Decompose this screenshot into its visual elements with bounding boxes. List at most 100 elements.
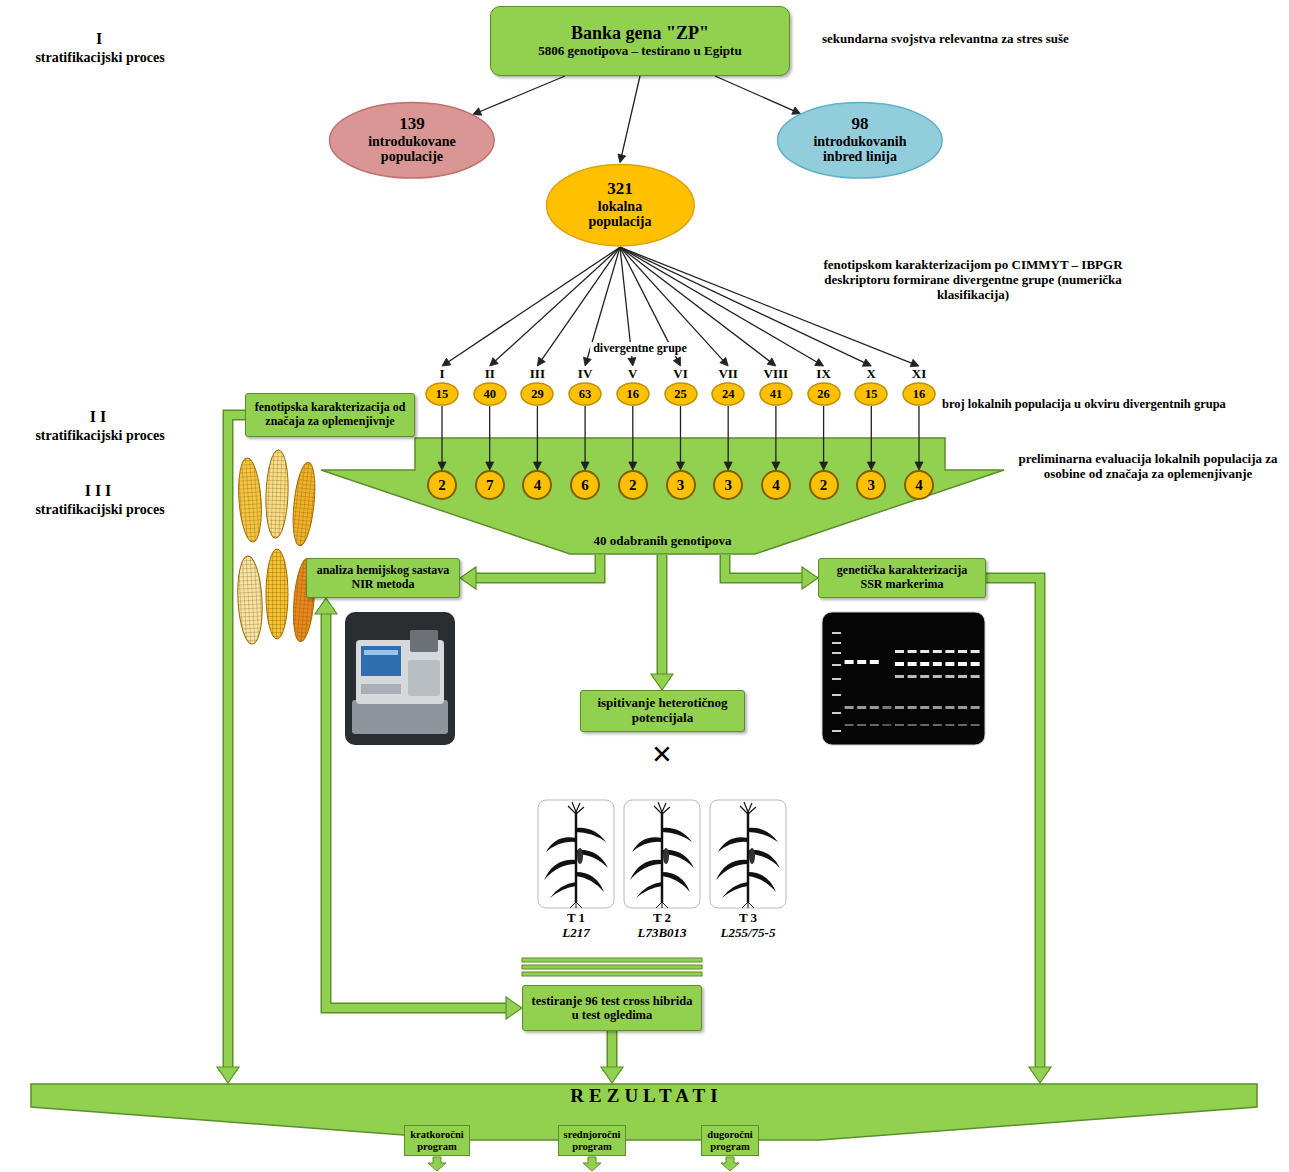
group-count: 25	[664, 382, 698, 406]
group-numeral: III	[515, 366, 559, 382]
selection-circle: 2	[809, 470, 839, 500]
group-ellipse: XI16	[897, 366, 941, 406]
population-name: introdukovane populacije	[355, 134, 469, 165]
block-arrow-outline	[725, 555, 806, 578]
arrow-line	[823, 406, 824, 464]
selected-count: 6	[570, 470, 600, 500]
device-screen-bar	[364, 650, 398, 655]
selected-count: 3	[856, 470, 886, 500]
crossing-bar	[522, 965, 702, 969]
block-arrow	[601, 1031, 623, 1083]
photo-frame	[345, 612, 455, 745]
arrow-head	[315, 598, 337, 614]
block-arrow	[315, 598, 522, 1019]
circle-shape	[619, 471, 647, 499]
annotation: sekundarna svojstva relevantna za stres …	[822, 32, 1069, 47]
group-numeral: X	[849, 366, 893, 382]
plant-picture	[708, 798, 788, 910]
selection-circle: 4	[761, 470, 791, 500]
arrow-line	[478, 76, 565, 112]
circle-shape	[810, 471, 838, 499]
selection-circle: 4	[904, 470, 934, 500]
arrow-head	[815, 359, 824, 366]
plant-picture	[536, 798, 616, 910]
maize-cob	[236, 555, 265, 644]
gel-lane	[857, 660, 866, 726]
arrow-head	[618, 154, 626, 163]
group-count: 16	[902, 382, 936, 406]
stage-numeral: I	[0, 30, 200, 48]
selection-circle: 4	[522, 470, 552, 500]
selected-count: 2	[809, 470, 839, 500]
group-numeral: VI	[659, 366, 703, 382]
program-text: kratkoročni program	[410, 1129, 463, 1152]
group-ellipse: I15	[420, 366, 464, 406]
block-arrow	[460, 555, 600, 589]
arrow-line	[715, 76, 795, 111]
population-count: 321	[607, 180, 633, 199]
group-count: 24	[711, 382, 745, 406]
box-text: testiranje 96 test cross hibrida u test …	[531, 994, 693, 1023]
arrow-head	[490, 358, 499, 366]
annotation: broj lokalnih populacija u okviru diverg…	[942, 397, 1226, 411]
arrow-head	[651, 674, 673, 690]
population-name: introdukovanih inbred linija	[803, 134, 917, 165]
gel-lane	[933, 650, 942, 726]
maize-cob	[266, 549, 288, 639]
group-ellipse: V16	[611, 366, 655, 406]
maize-cob	[236, 457, 264, 542]
arrow-head	[537, 357, 545, 366]
maize-cob-kernels	[236, 555, 265, 644]
plant-picture	[622, 798, 702, 910]
ssr-gel-photo	[822, 612, 985, 745]
program-arrow	[428, 1157, 446, 1171]
cross-symbol: ×	[632, 736, 692, 772]
selection-circle: 3	[713, 470, 743, 500]
group-numeral: II	[468, 366, 512, 382]
program-box: dugoročni program	[701, 1125, 758, 1156]
maize-cob-kernels	[236, 457, 264, 542]
population-ellipse: 98introdukovanih inbred linija	[776, 101, 944, 180]
block-arrow-outline	[228, 415, 245, 1071]
block-arrow-body	[326, 610, 510, 1008]
gel-lane	[945, 650, 954, 726]
selected-count: 7	[475, 470, 505, 500]
process-box: fenotipska karakterizacija od značaja za…	[245, 393, 415, 437]
gel-ladder	[832, 632, 841, 732]
group-numeral: IX	[802, 366, 846, 382]
group-ellipse: II40	[468, 366, 512, 406]
arrow-head	[601, 1067, 623, 1083]
gel-lane	[971, 650, 980, 726]
block-arrow-body	[608, 1031, 616, 1071]
arrow-head	[506, 997, 522, 1019]
block-arrow	[986, 578, 1051, 1083]
circle-shape	[905, 471, 933, 499]
arrow-line	[871, 406, 872, 464]
arrow-head	[802, 567, 818, 589]
group-count: 63	[568, 382, 602, 406]
group-ellipse: VII24	[706, 366, 750, 406]
group-count: 26	[807, 382, 841, 406]
arrow-head	[720, 357, 728, 366]
arrow-head	[767, 358, 776, 366]
arrow-head	[442, 358, 451, 366]
box-text: genetička karakterizacija SSR markerima	[827, 564, 977, 592]
gel-frame	[822, 612, 985, 745]
block-arrow-body	[228, 415, 245, 1071]
band-title: REZULTATI	[30, 1085, 1258, 1107]
group-numeral: IV	[563, 366, 607, 382]
group-numeral: I	[420, 366, 464, 382]
arrow-line	[715, 76, 801, 114]
stage-label: stratifikacijski proces	[0, 50, 200, 66]
selected-count: 2	[427, 470, 457, 500]
arrow-head	[628, 358, 636, 366]
selected-count: 4	[761, 470, 791, 500]
block-arrow-outline	[326, 610, 510, 1008]
circle-shape	[476, 471, 504, 499]
group-ellipse-shape	[426, 383, 458, 405]
stage-label: stratifikacijski proces	[0, 502, 200, 518]
group-numeral: V	[611, 366, 655, 382]
maize-cob	[290, 461, 319, 547]
block-arrow-outline	[986, 578, 1040, 1071]
